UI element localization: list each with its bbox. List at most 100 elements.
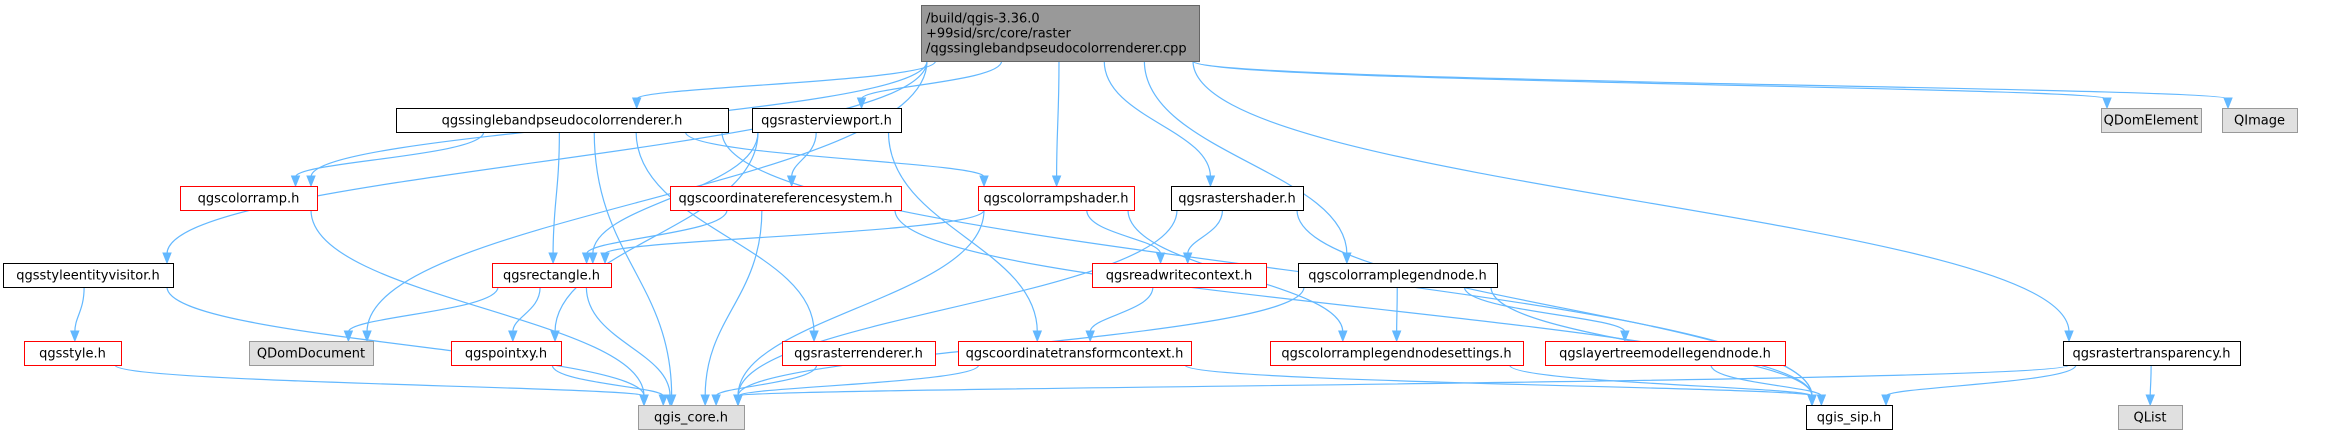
node-box xyxy=(921,5,1200,62)
node-box xyxy=(958,341,1192,366)
edge-root-to-qdomelement xyxy=(1192,60,2108,100)
node-sbpcr-h[interactable]: qgssinglebandpseudocolorrenderer.h xyxy=(396,108,729,133)
node-box xyxy=(24,341,122,366)
node-box xyxy=(2101,108,2202,133)
edge-colorrampshader_h-to-qgis_core_h xyxy=(737,209,985,397)
edge-colorrampshader_h-to-rectangle_h xyxy=(604,209,985,255)
edge-styleentityvisitor_h-to-style_h xyxy=(74,286,85,333)
node-colorramp-h[interactable]: qgscolorramp.h xyxy=(180,186,318,211)
node-styleentityvisitor-h[interactable]: qgsstyleentityvisitor.h xyxy=(3,263,174,288)
node-box xyxy=(670,186,902,211)
node-rectangle-h[interactable]: qgsrectangle.h xyxy=(492,263,612,288)
node-box xyxy=(1092,263,1267,288)
node-label: qgsrectangle.h xyxy=(503,269,600,284)
node-label: qgssinglebandpseudocolorrenderer.h xyxy=(442,114,683,129)
node-rastertransparency-h[interactable]: qgsrastertransparency.h xyxy=(2063,341,2241,366)
edge-crs_h-to-rectangle_h xyxy=(586,209,728,255)
arrowhead-root-to-styleentityvisitor_h xyxy=(162,252,172,265)
arrowhead-rectangle_h-to-pointxy_h xyxy=(508,330,518,343)
arrowhead-styleentityvisitor_h-to-style_h xyxy=(70,330,80,343)
arrowhead-colorrampshader_h-to-colorramplegendnodesettings_h xyxy=(1338,330,1348,343)
node-box xyxy=(492,263,612,288)
arrowhead-layertreemodellegendnode_h-to-qgis_sip_h xyxy=(1816,394,1827,407)
node-label: qgsstyleentityvisitor.h xyxy=(16,269,159,284)
node-box xyxy=(1270,341,1524,366)
edge-root-to-rastertransparency_h xyxy=(1192,60,2070,333)
node-box xyxy=(1545,341,1786,366)
node-label: /qgssinglebandpseudocolorrenderer.cpp xyxy=(926,42,1187,57)
node-readwritecontext-h[interactable]: qgsreadwritecontext.h xyxy=(1092,263,1267,288)
node-colorrampshader-h[interactable]: qgscolorrampshader.h xyxy=(978,186,1135,211)
edge-colorrampshader_h-to-readwritecontext_h xyxy=(1086,209,1162,255)
node-label: qgspointxy.h xyxy=(465,347,547,362)
arrowhead-root-to-qdomelement xyxy=(2102,97,2112,110)
edge-rasterrenderer_h-to-qgis_core_h xyxy=(715,364,818,397)
node-rastershader-h[interactable]: qgsrastershader.h xyxy=(1171,186,1304,211)
node-qgis-sip-h[interactable]: qgis_sip.h xyxy=(1806,405,1893,430)
edge-root-to-styleentityvisitor_h xyxy=(166,60,928,255)
edge-sbpcr_h-to-colorramp_h xyxy=(294,131,485,178)
node-box xyxy=(2063,341,2241,366)
edge-pointxy_h-to-qgis_core_h xyxy=(551,364,664,397)
arrowhead-root-to-colorrampshader_h xyxy=(1051,175,1062,188)
node-qimage: QImage xyxy=(2222,108,2298,133)
node-label: qgslayertreemodellegendnode.h xyxy=(1559,347,1771,362)
arrowhead-rectangle_h-to-qgis_core_h xyxy=(665,394,675,407)
edge-rastershader_h-to-readwritecontext_h xyxy=(1187,209,1224,255)
node-box xyxy=(451,341,562,366)
node-style-h[interactable]: qgsstyle.h xyxy=(24,341,122,366)
node-layertreemodellegendnode-h[interactable]: qgslayertreemodellegendnode.h xyxy=(1545,341,1786,366)
edge-sbpcr_h-to-colorrampshader_h xyxy=(684,131,985,178)
node-label: qgsreadwritecontext.h xyxy=(1106,269,1253,284)
arrowhead-rectangle_h-to-qdomdocument xyxy=(343,330,354,343)
edge-sbpcr_h-to-rectangle_h xyxy=(552,131,560,255)
edge-rasterviewport_h-to-pointxy_h xyxy=(554,131,759,333)
edge-styleentityvisitor_h-to-qgis_core_h xyxy=(166,286,645,397)
node-pointxy-h[interactable]: qgspointxy.h xyxy=(451,341,562,366)
arrowhead-colorramplegendnode_h-to-layertreemodellegendnode_h xyxy=(1620,330,1630,343)
edge-root-to-sbpcr_h xyxy=(636,60,937,100)
node-box xyxy=(2222,108,2298,133)
edge-style_h-to-qgis_core_h xyxy=(114,364,645,397)
node-label: /build/qgis-3.36.0 xyxy=(926,12,1040,27)
arrowhead-sbpcr_h-to-colorrampshader_h xyxy=(979,175,989,188)
arrowhead-rastershader_h-to-readwritecontext_h xyxy=(1182,252,1193,265)
edge-rectangle_h-to-qdomdocument xyxy=(347,286,499,333)
edge-colorramp_h-to-qgis_core_h xyxy=(310,209,645,397)
node-box xyxy=(3,263,174,288)
node-coordtransformcontext-h[interactable]: qgscoordinatetransformcontext.h xyxy=(958,341,1192,366)
node-colorramplegendnode-h[interactable]: qgscolorramplegendnode.h xyxy=(1298,263,1498,288)
edge-root-to-colorramplegendnode_h xyxy=(1143,60,1348,255)
arrowhead-sbpcr_h-to-colorramp_h xyxy=(290,175,301,188)
node-box xyxy=(782,341,936,366)
arrowhead-sbpcr_h-to-rasterrenderer_h xyxy=(809,330,819,343)
arrowhead-root-to-qdomdocument xyxy=(362,330,372,343)
node-qgis-core-h: qgis_core.h xyxy=(638,405,745,430)
node-box xyxy=(2118,405,2183,430)
node-label: qgis_core.h xyxy=(654,411,728,426)
edge-crs_h-to-qgis_core_h xyxy=(704,209,763,397)
arrowhead-rasterviewport_h-to-coordtransformcontext_h xyxy=(1032,330,1043,343)
node-label: qgsrastertransparency.h xyxy=(2072,347,2230,362)
arrowhead-rastertransparency_h-to-qgis_core_h xyxy=(733,394,743,407)
arrowhead-colorramplegendnode_h-to-colorramplegendnodesettings_h xyxy=(1391,330,1402,343)
node-colorramplegendnodesettings-h[interactable]: qgscolorramplegendnodesettings.h xyxy=(1270,341,1524,366)
edge-rastertransparency_h-to-qgis_core_h xyxy=(737,364,2070,397)
edge-root-to-colorrampshader_h xyxy=(1056,60,1060,178)
node-crs-h[interactable]: qgscoordinatereferencesystem.h xyxy=(670,186,902,211)
nodes-layer: /build/qgis-3.36.0+99sid/src/core/raster… xyxy=(3,5,2298,430)
node-rasterrenderer-h[interactable]: qgsrasterrenderer.h xyxy=(782,341,936,366)
edge-colorramplegendnode_h-to-colorramplegendnodesettings_h xyxy=(1396,286,1398,333)
node-rasterviewport-h[interactable]: qgsrasterviewport.h xyxy=(752,108,902,133)
arrowhead-rasterviewport_h-to-crs_h xyxy=(786,175,797,188)
node-qdomelement: QDomElement xyxy=(2101,108,2202,133)
node-label: qgscoordinatereferencesystem.h xyxy=(678,192,892,207)
node-root: /build/qgis-3.36.0+99sid/src/core/raster… xyxy=(921,5,1200,62)
edge-root-to-rastershader_h xyxy=(1103,60,1212,178)
node-box xyxy=(978,186,1135,211)
node-box xyxy=(1806,405,1893,430)
node-label: QDomElement xyxy=(2104,114,2199,129)
node-label: +99sid/src/core/raster xyxy=(926,27,1072,42)
arrowhead-root-to-rastertransparency_h xyxy=(2064,330,2074,343)
